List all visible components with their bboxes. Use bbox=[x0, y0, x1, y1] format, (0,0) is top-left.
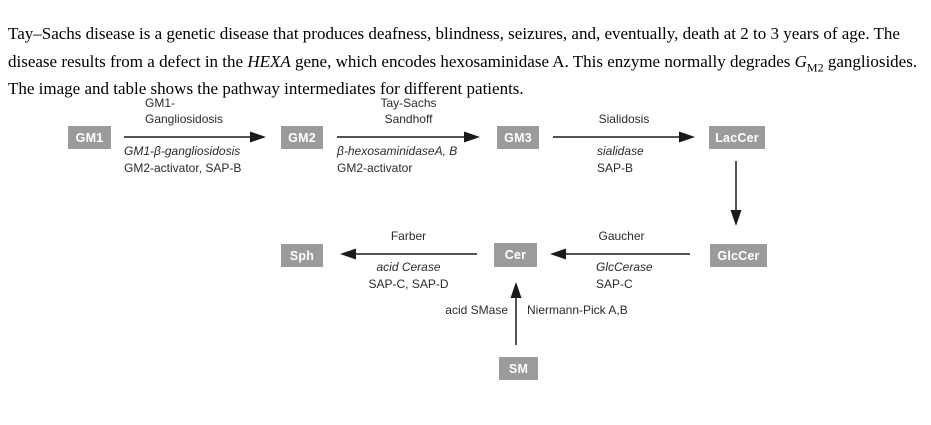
enzyme-label-sm-to-cer: acid SMase bbox=[445, 303, 508, 317]
enzyme-label-gm3-to-laccer: sialidase SAP-B bbox=[597, 143, 644, 176]
enzyme-label-cer-to-sph: acid Cerase SAP-C, SAP-D bbox=[340, 259, 477, 292]
node-glccer: GlcCer bbox=[710, 244, 767, 267]
ganglioside-symbol: G bbox=[794, 51, 807, 71]
disease-label-farber: Farber bbox=[390, 229, 427, 243]
node-gm2: GM2 bbox=[281, 126, 323, 149]
node-gm1: GM1 bbox=[68, 126, 111, 149]
arrowhead-laccer-to-glccer bbox=[730, 210, 742, 226]
gene-name-italic: HEXA bbox=[247, 51, 291, 71]
disease-line: Tay-Sachs bbox=[380, 96, 437, 110]
cofactor-names: GM2-activator, SAP-B bbox=[124, 160, 242, 175]
cofactor-names: GM2-activator bbox=[337, 160, 413, 175]
arrowhead-gm1-to-gm2 bbox=[250, 131, 266, 143]
disease-label-tay-sachs-sandhoff: Tay-Sachs Sandhoff bbox=[337, 96, 480, 127]
arrowhead-gm2-to-gm3 bbox=[464, 131, 480, 143]
arrowhead-glccer-to-cer bbox=[550, 248, 566, 260]
disease-label-gm1-gangliosidosis: GM1- Gangliosidosis bbox=[145, 96, 223, 127]
disease-line: Sandhoff bbox=[384, 111, 433, 126]
node-laccer: LacCer bbox=[709, 126, 765, 149]
intro-text-part2: gene, which encodes hexosaminidase A. Th… bbox=[290, 51, 795, 71]
cofactor-names: SAP-B bbox=[597, 160, 634, 175]
cofactor-names: SAP-C, SAP-D bbox=[368, 276, 449, 291]
node-cer: Cer bbox=[494, 243, 537, 267]
disease-line: Gangliosidosis bbox=[145, 111, 224, 126]
enzyme-name: sialidase bbox=[597, 144, 644, 158]
arrowhead-gm3-to-laccer bbox=[679, 131, 695, 143]
enzyme-name: GlcCerase bbox=[596, 260, 653, 274]
node-sm: SM bbox=[499, 357, 538, 380]
enzyme-name: GM1-β-gangliosidosis bbox=[124, 144, 241, 158]
arrowhead-cer-to-sph bbox=[340, 248, 356, 260]
enzyme-label-glccer-to-cer: GlcCerase SAP-C bbox=[596, 259, 653, 292]
disease-line: GM1- bbox=[145, 96, 175, 110]
intro-text-part1: Tay–Sachs disease is a genetic disease t… bbox=[8, 24, 900, 71]
arrowhead-sm-to-cer bbox=[510, 282, 522, 298]
cofactor-names: SAP-C bbox=[596, 276, 633, 291]
disease-label-niermann-pick: Niermann-Pick A,B bbox=[527, 303, 628, 317]
disease-label-sialidosis: Sialidosis bbox=[598, 112, 650, 126]
enzyme-name: acid Cerase bbox=[376, 260, 441, 274]
enzyme-label-gm1-to-gm2: GM1-β-gangliosidosis GM2-activator, SAP-… bbox=[124, 143, 241, 176]
enzyme-label-gm2-to-gm3: β-hexosaminidaseA, B GM2-activator bbox=[337, 143, 457, 176]
enzyme-name: β-hexosaminidaseA, B bbox=[337, 144, 458, 158]
intro-paragraph: Tay–Sachs disease is a genetic disease t… bbox=[8, 20, 924, 103]
ganglioside-subscript: M2 bbox=[806, 59, 824, 74]
intro-text-part3: gangliosides. The image and table shows … bbox=[8, 51, 918, 99]
node-sph: Sph bbox=[281, 244, 323, 267]
node-gm3: GM3 bbox=[497, 126, 539, 149]
disease-label-gaucher: Gaucher bbox=[598, 229, 645, 243]
